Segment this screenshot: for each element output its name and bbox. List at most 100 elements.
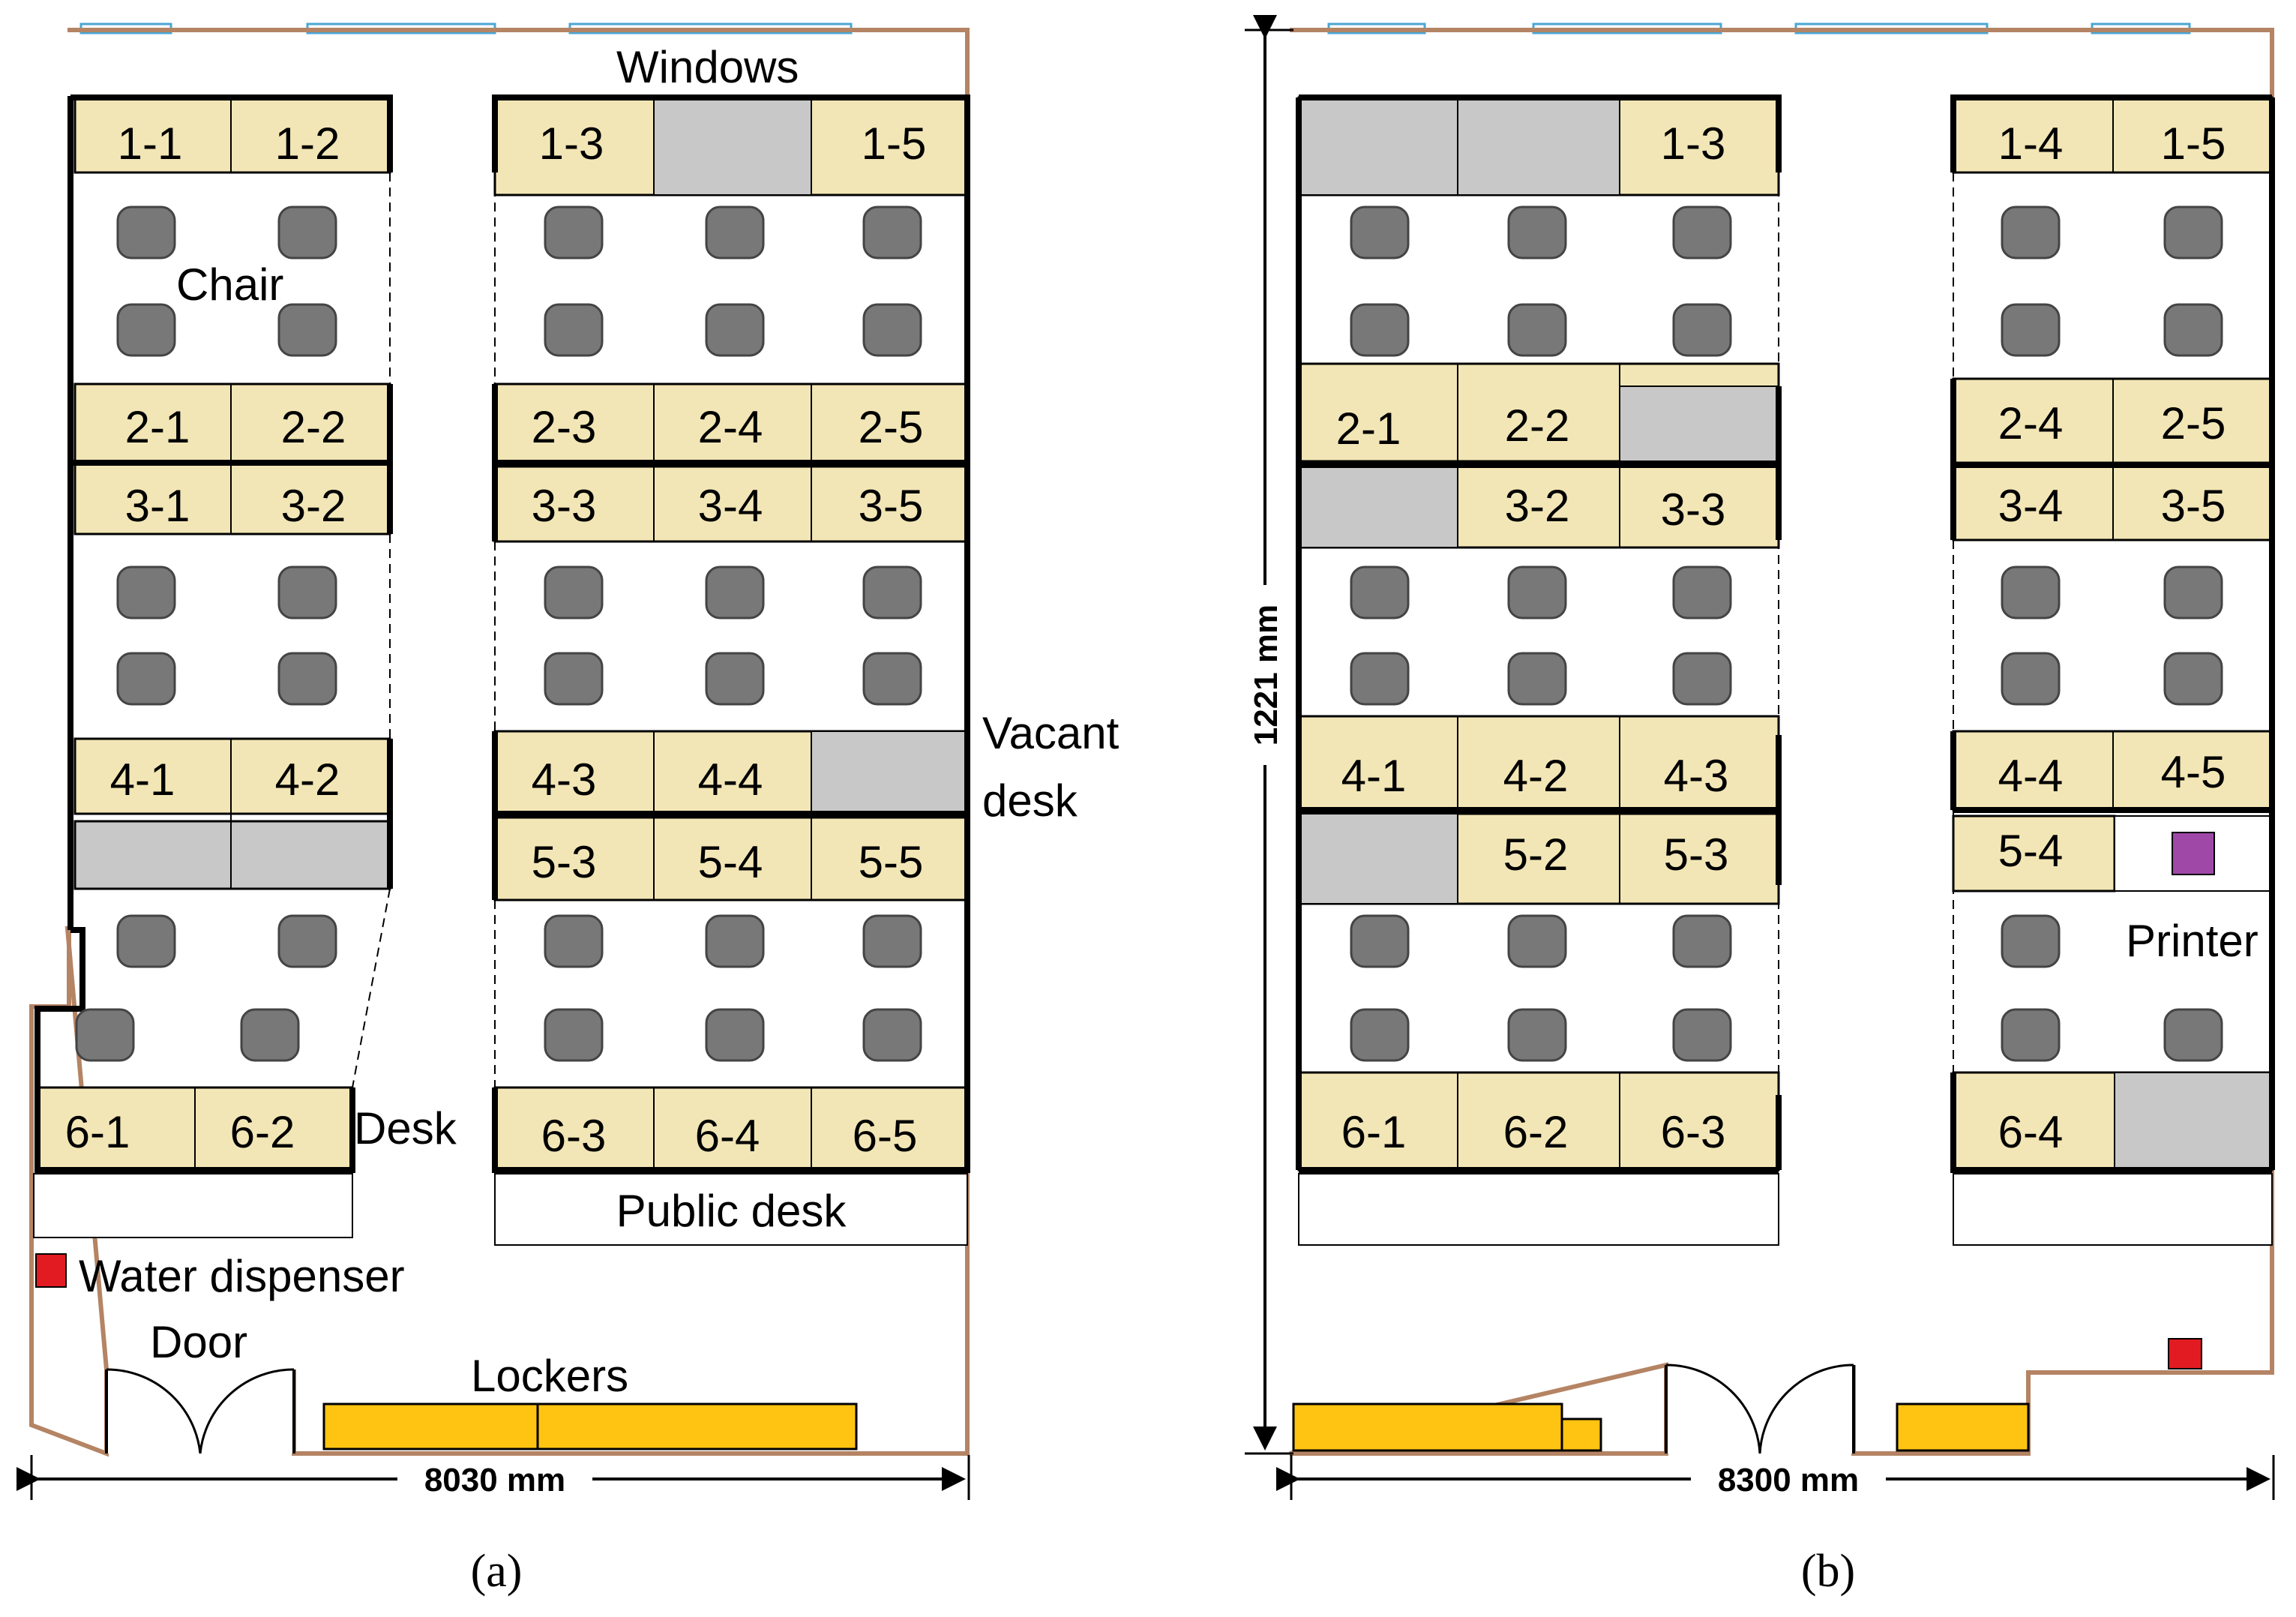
desk-label-3-4: 3-4	[698, 481, 763, 531]
chair-icon	[1672, 652, 1732, 706]
desk-label-6-2: 6-2	[1503, 1107, 1569, 1157]
chair-icon	[2163, 303, 2223, 357]
desk-label-5-3: 5-3	[532, 837, 597, 887]
desk-label-3-5: 3-5	[2161, 481, 2226, 531]
desk-label-1-3: 1-3	[539, 118, 604, 169]
desk-label-5-4: 5-4	[698, 837, 763, 887]
lockers-b	[1292, 1402, 2030, 1452]
chair-icon	[705, 206, 765, 260]
desk-label-4-2: 4-2	[1503, 751, 1569, 801]
desk-label-5-3: 5-3	[1664, 830, 1729, 880]
desk-cluster-a-right	[492, 94, 970, 1246]
desk-label-4-4: 4-4	[1998, 751, 2064, 801]
desk-label-2-2: 2-2	[281, 402, 346, 452]
width-dimension-a: 8030 mm	[16, 1455, 970, 1500]
desk-label-6-3: 6-3	[1661, 1107, 1726, 1157]
desk-label-1-2: 1-2	[275, 118, 340, 169]
desk-label-1-3: 1-3	[1661, 118, 1726, 169]
printer-icon	[2172, 832, 2215, 875]
chair-icon	[862, 1008, 922, 1062]
caption-b: (b)	[1801, 1546, 1855, 1597]
water-dispenser-icon	[2168, 1338, 2202, 1370]
height-dimension-b: 1221 mm	[1245, 15, 1293, 1455]
desk-label-5-5: 5-5	[859, 837, 924, 887]
chair-icon	[116, 652, 176, 706]
chair-icon	[862, 206, 922, 260]
chair-icon	[1350, 303, 1410, 357]
desk-cluster-b-right	[1950, 94, 2275, 1246]
desk-label-3-2: 3-2	[1505, 481, 1570, 531]
desk-labels-b: 1-3 1-4 1-5 2-1 2-2 2-4 2-5 3-2 3-3 3-4 …	[1336, 118, 2226, 1157]
panel-b: 1-3 1-4 1-5 2-1 2-2 2-4 2-5 3-2 3-3 3-4 …	[1245, 15, 2275, 1597]
windows-label: Windows	[616, 42, 799, 92]
chair-icon	[544, 566, 604, 620]
water-dispenser-label: Water dispenser	[79, 1251, 405, 1301]
width-label-b: 8300 mm	[1718, 1462, 1859, 1498]
door-a	[105, 1368, 295, 1454]
water-dispenser-icon	[35, 1253, 67, 1288]
lockers-a	[322, 1402, 858, 1450]
chair-icon	[1350, 914, 1410, 968]
chair-icon	[1350, 652, 1410, 706]
panel-a: 1-1 1-2 1-3 1-5 2-1 2-2 2-3 2-4 2-5 3-1 …	[16, 22, 1120, 1597]
public-desk-label: Public desk	[616, 1186, 847, 1236]
desk-label-4-1: 4-1	[110, 754, 175, 805]
chair-icon	[75, 1008, 135, 1062]
vacant-label-line2: desk	[982, 776, 1078, 826]
desk-label-6-5: 6-5	[853, 1111, 918, 1161]
desk-label-3-2: 3-2	[281, 481, 346, 531]
chair-icon	[116, 914, 176, 968]
printer-label: Printer	[2126, 916, 2259, 966]
door-label: Door	[150, 1317, 247, 1367]
chair-icon	[2001, 652, 2061, 706]
chair-icon	[1507, 1008, 1567, 1062]
desk-label-4-5: 4-5	[2161, 747, 2226, 797]
desk-label-3-4: 3-4	[1998, 481, 2064, 531]
desk-label-4-3: 4-3	[1664, 751, 1729, 801]
chair-icon	[2001, 914, 2061, 968]
chair-icon	[2001, 566, 2061, 620]
chair-icon	[1350, 1008, 1410, 1062]
chair-icon	[862, 303, 922, 357]
chair-icon	[240, 1008, 300, 1062]
chair-icon	[544, 206, 604, 260]
desk-label-6-2: 6-2	[230, 1107, 295, 1157]
desk-label-5-4: 5-4	[1998, 826, 2064, 876]
chair-icon	[1672, 914, 1732, 968]
desk-label-3-3: 3-3	[532, 481, 597, 531]
desk-label-3-3: 3-3	[1661, 484, 1726, 535]
desk-label-2-5: 2-5	[2161, 398, 2226, 448]
chair-icon	[116, 566, 176, 620]
desk-cluster-b-left	[1296, 94, 1782, 1246]
chair-icon	[705, 914, 765, 968]
lockers-label: Lockers	[471, 1351, 628, 1401]
chair-icon	[862, 914, 922, 968]
chair-icon	[277, 206, 337, 260]
chair-icon	[1507, 914, 1567, 968]
chair-icon	[2163, 1008, 2223, 1062]
desk-label-2-3: 2-3	[532, 402, 597, 452]
vacant-label-line1: Vacant	[982, 708, 1120, 758]
chair-icon	[544, 303, 604, 357]
desk-label-5-2: 5-2	[1503, 830, 1569, 880]
desk-labels-a: 1-1 1-2 1-3 1-5 2-1 2-2 2-3 2-4 2-5 3-1 …	[65, 118, 927, 1161]
chair-icon	[705, 303, 765, 357]
desk-label-6-1: 6-1	[1341, 1107, 1407, 1157]
door-b	[1665, 1364, 1855, 1454]
desk-label-1-1: 1-1	[118, 118, 183, 169]
chair-icon	[2163, 566, 2223, 620]
desk-cluster-a-left	[33, 94, 393, 1238]
chair-icon	[2001, 206, 2061, 260]
desk-label-2-4: 2-4	[1998, 398, 2064, 448]
desk-label-2-2: 2-2	[1505, 400, 1570, 451]
chair-icon	[277, 914, 337, 968]
chair-icon	[2163, 206, 2223, 260]
chair-icon	[1507, 303, 1567, 357]
chair-icon	[277, 566, 337, 620]
width-dimension-b: 8300 mm	[1276, 1455, 2275, 1500]
chair-icon	[1507, 566, 1567, 620]
chair-icon	[705, 652, 765, 706]
chair-icon	[2001, 1008, 2061, 1062]
chair-icon	[544, 1008, 604, 1062]
